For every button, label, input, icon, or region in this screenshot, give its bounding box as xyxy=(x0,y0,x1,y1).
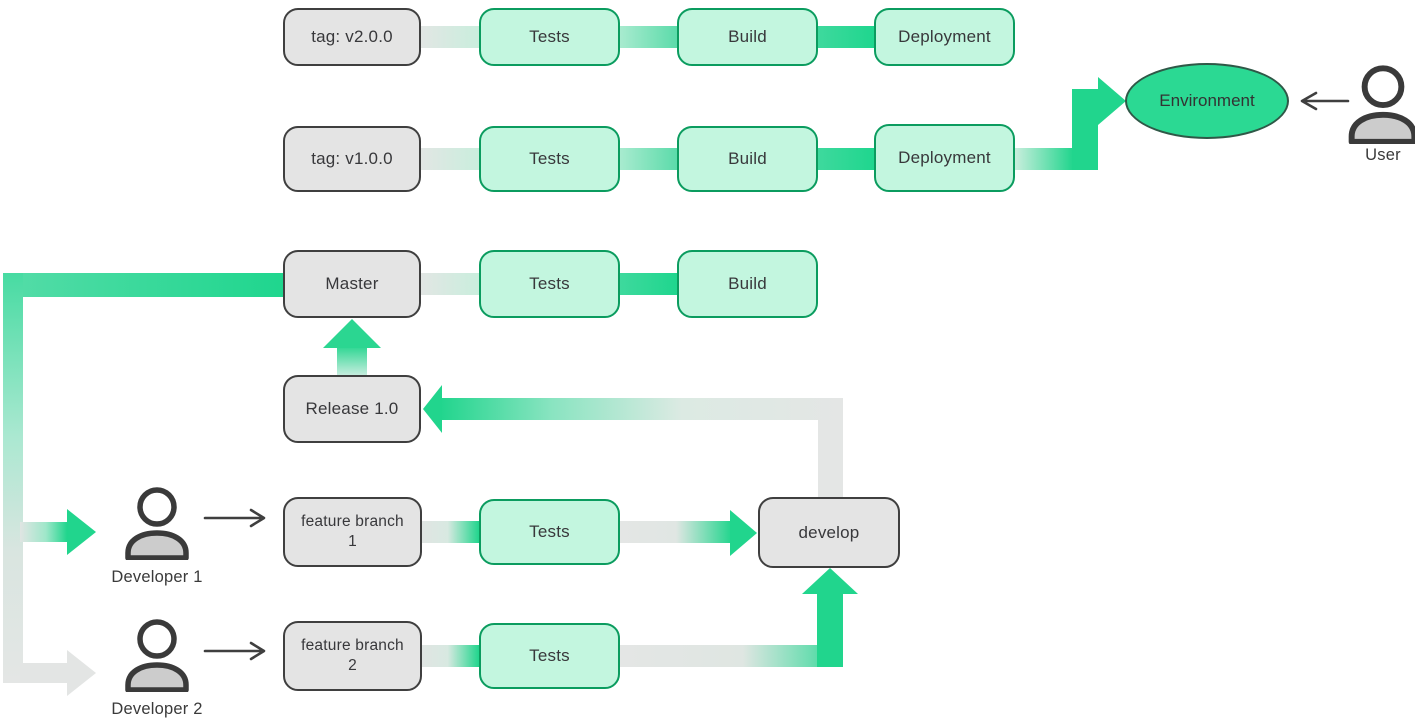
arrow-release-to-master xyxy=(323,319,381,377)
pipeline-master-connectors xyxy=(421,273,677,295)
developer2-icon xyxy=(123,618,191,693)
node-tests-v2: Tests xyxy=(479,8,620,66)
connector-feature1-tests xyxy=(422,521,479,543)
arrow-master-loop xyxy=(3,273,283,683)
user-label: User xyxy=(1365,146,1401,164)
arrow-developer2-to-feature2 xyxy=(203,641,266,661)
connector-feature2-tests xyxy=(422,645,479,667)
node-feature-branch-2: feature branch 2 xyxy=(283,621,422,691)
node-tests-v1: Tests xyxy=(479,126,620,192)
node-tag-v1: tag: v1.0.0 xyxy=(283,126,421,192)
arrow-to-developer2 xyxy=(20,650,96,696)
node-label: feature branch 2 xyxy=(301,636,404,674)
node-deployment-v2: Deployment xyxy=(874,8,1015,66)
node-tag-v2: tag: v2.0.0 xyxy=(283,8,421,66)
node-deployment-v1: Deployment xyxy=(874,124,1015,192)
arrow-to-developer1 xyxy=(20,509,96,555)
arrow-user-to-environment xyxy=(1300,91,1350,111)
user-icon xyxy=(1346,64,1415,145)
node-build-v2: Build xyxy=(677,8,818,66)
developer1-icon xyxy=(123,486,191,561)
arrow-tests-to-develop xyxy=(620,510,757,556)
node-build-v1: Build xyxy=(677,126,818,192)
node-tests-feature1: Tests xyxy=(479,499,620,565)
arrow-develop-to-release xyxy=(423,385,843,497)
arrow-feature2-to-develop xyxy=(620,568,858,667)
arrow-deployment-to-environment xyxy=(1015,77,1126,170)
node-build-master: Build xyxy=(677,250,818,318)
node-master: Master xyxy=(283,250,421,318)
developer2-label: Developer 2 xyxy=(111,700,203,718)
pipeline-v2-connectors xyxy=(421,26,874,48)
node-environment: Environment xyxy=(1125,63,1289,139)
pipeline-v1-connectors xyxy=(421,148,874,170)
node-release: Release 1.0 xyxy=(283,375,421,443)
node-feature-branch-1: feature branch 1 xyxy=(283,497,422,567)
node-tests-master: Tests xyxy=(479,250,620,318)
developer1-label: Developer 1 xyxy=(111,568,203,586)
node-label: feature branch 1 xyxy=(301,512,404,550)
node-develop: develop xyxy=(758,497,900,568)
node-tests-feature2: Tests xyxy=(479,623,620,689)
arrow-developer1-to-feature1 xyxy=(203,508,266,528)
